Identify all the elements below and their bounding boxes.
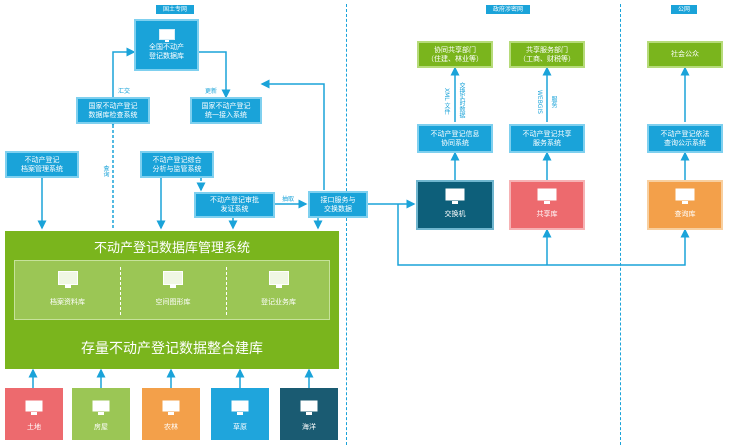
node-interface-line1: 接口服务与 <box>320 195 356 204</box>
label-xml-2: 交换实时数据 <box>458 82 465 118</box>
source-grassland: 草原 <box>211 388 269 440</box>
node-national-access-line1: 国家不动产登记 <box>201 101 251 110</box>
source-ocean-label: 海洋 <box>302 423 316 431</box>
node-national-db: 全国不动产 登记数据库 <box>134 19 199 71</box>
label-summary: 汇交 <box>118 88 131 95</box>
central-sub-divider-2 <box>226 267 227 315</box>
monitor-icon <box>57 271 78 288</box>
node-analysis-line2: 分析与监管系统 <box>152 164 202 173</box>
node-coop-info-line1: 不动产登记信息 <box>430 129 480 138</box>
source-forest-label: 农林 <box>164 423 178 431</box>
node-analysis-line1: 不动产登记综合 <box>152 155 202 164</box>
source-grassland-label: 草原 <box>233 423 247 431</box>
zone-tag-gov: 政府涉密网 <box>486 5 530 14</box>
central-sub-business: 登记业务库 <box>226 261 331 321</box>
node-share-depts-line2: （工商、财税等） <box>519 54 575 63</box>
label-extract: 抽取 <box>282 196 295 203</box>
label-webgis-2: 服务 <box>550 96 557 108</box>
node-query-db-label: 查询库 <box>674 210 696 218</box>
node-share-depts-line1: 共享服务部门 <box>526 45 568 54</box>
node-coop-info: 不动产登记信息 协同系统 <box>417 124 493 153</box>
monitor-icon <box>675 188 695 204</box>
node-national-check-line1: 国家不动产登记 <box>88 101 138 110</box>
node-national-check: 国家不动产登记 数据库检查系统 <box>76 97 150 124</box>
node-share-db: 共享库 <box>509 180 585 230</box>
node-interface: 接口服务与 交换数据 <box>308 191 368 218</box>
central-sub-spatial: 空间图形库 <box>120 261 226 321</box>
source-house: 房屋 <box>72 388 130 440</box>
monitor-icon <box>537 188 557 204</box>
central-sub-archive-label: 档案资料库 <box>50 298 85 306</box>
node-public: 社会公众 <box>647 41 723 68</box>
node-coop-info-line2: 协同系统 <box>441 138 469 147</box>
label-update: 更新 <box>205 88 218 95</box>
node-share-service-line1: 不动产登记共享 <box>522 129 572 138</box>
monitor-icon <box>163 271 183 288</box>
central-inner: 档案资料库 空间图形库 登记业务库 <box>14 260 330 320</box>
node-archive-mgmt-line1: 不动产登记 <box>24 155 60 164</box>
node-national-check-line2: 数据库检查系统 <box>88 110 138 119</box>
node-coop-depts-line1: 协同共享部门 <box>434 45 476 54</box>
node-share-db-label: 共享库 <box>536 210 558 218</box>
monitor-icon <box>92 400 110 415</box>
zone-tag-public: 公网 <box>671 5 697 14</box>
source-forest: 农林 <box>142 388 200 440</box>
node-analysis: 不动产登记综合 分析与监管系统 <box>140 151 214 178</box>
central-system: 不动产登记数据库管理系统 档案资料库 空间图形库 登记业务库 存量不动产登记数据… <box>5 231 339 369</box>
central-footer: 存量不动产登记数据整合建库 <box>81 341 263 357</box>
monitor-icon <box>162 400 180 415</box>
node-query-db: 查询库 <box>647 180 723 230</box>
zone-divider-1 <box>346 4 347 445</box>
node-national-db-line1: 全国不动产 <box>149 43 184 51</box>
node-interface-line2: 交换数据 <box>324 204 352 213</box>
node-share-service-line2: 服务系统 <box>533 138 561 147</box>
central-sub-spatial-label: 空间图形库 <box>155 298 191 306</box>
label-xml-1: XML 文件 <box>443 88 450 115</box>
source-land-label: 土地 <box>27 423 41 431</box>
monitor-icon <box>268 271 289 288</box>
monitor-icon <box>25 400 43 415</box>
node-share-service: 不动产登记共享 服务系统 <box>509 124 585 153</box>
node-exchange-machine: 交换机 <box>416 180 494 230</box>
label-inquiry: 查询 <box>102 165 109 177</box>
central-sub-divider-1 <box>120 267 121 315</box>
monitor-icon <box>158 29 175 42</box>
node-public-query: 不动产登记依法 查询公示系统 <box>647 124 723 153</box>
node-archive-mgmt-line2: 档案管理系统 <box>21 164 63 173</box>
source-house-label: 房屋 <box>94 423 108 431</box>
node-public-query-line2: 查询公示系统 <box>664 138 706 147</box>
central-title: 不动产登记数据库管理系统 <box>93 241 250 256</box>
monitor-icon <box>445 188 465 204</box>
node-coop-depts: 协同共享部门 （住建、林业等） <box>417 41 493 68</box>
node-national-access-line2: 统一接入系统 <box>205 110 247 119</box>
node-approval: 不动产登记审批 发证系统 <box>194 192 275 218</box>
label-webgis-1: WEBGIS <box>536 90 543 114</box>
central-sub-business-label: 登记业务库 <box>261 298 296 306</box>
monitor-icon <box>231 400 249 415</box>
node-exchange-machine-label: 交换机 <box>444 210 466 218</box>
monitor-icon <box>300 400 318 415</box>
node-approval-line1: 不动产登记审批 <box>210 196 259 204</box>
source-ocean: 海洋 <box>280 388 338 440</box>
node-archive-mgmt: 不动产登记 档案管理系统 <box>5 151 79 178</box>
central-sub-archive: 档案资料库 <box>15 261 120 321</box>
node-share-depts: 共享服务部门 （工商、财税等） <box>509 41 585 68</box>
zone-divider-2 <box>620 4 621 445</box>
zone-tag-land: 国土专网 <box>156 5 194 14</box>
node-national-access: 国家不动产登记 统一接入系统 <box>190 97 262 124</box>
source-land: 土地 <box>5 388 63 440</box>
node-approval-line2: 发证系统 <box>220 205 249 213</box>
node-national-db-line2: 登记数据库 <box>149 52 184 60</box>
node-coop-depts-line2: （住建、林业等） <box>427 54 483 63</box>
node-public-query-line1: 不动产登记依法 <box>660 129 710 138</box>
